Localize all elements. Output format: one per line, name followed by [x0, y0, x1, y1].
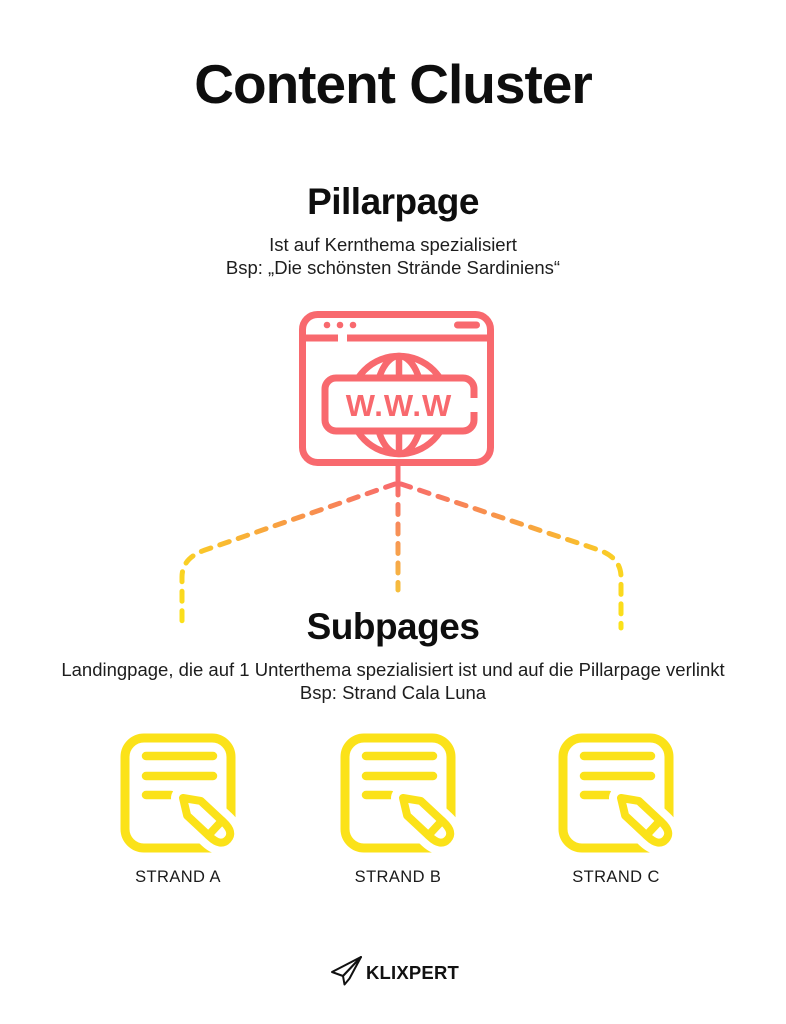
browser-www-icon: W.W.W — [299, 311, 494, 466]
paper-plane-icon — [327, 952, 363, 993]
subpage-item-strand-c: STRAND C — [536, 733, 696, 887]
www-label: W.W.W — [346, 388, 453, 423]
browser-dot-icon — [336, 321, 344, 329]
document-pencil-icon — [340, 733, 463, 855]
subpage-label: STRAND A — [135, 868, 221, 886]
pencil-icon — [171, 786, 243, 855]
document-pencil-icon — [120, 733, 243, 855]
subpages-desc-line2: Bsp: Strand Cala Luna — [299, 682, 487, 703]
pencil-icon — [609, 786, 681, 855]
subpage-item-strand-b: STRAND B — [318, 733, 478, 887]
subpages-heading: Subpages — [306, 606, 480, 647]
brand-name: KLIXPERT — [365, 961, 460, 983]
browser-dot-icon — [323, 321, 331, 329]
cluster-connector-lines — [0, 461, 786, 636]
connector-left-dashed — [179, 481, 398, 631]
pillarpage-description: Ist auf Kernthema spezialisiert Bsp: „Di… — [0, 233, 786, 279]
document-pencil-icon — [558, 733, 681, 855]
pillarpage-desc-line1: Ist auf Kernthema spezialisiert — [269, 234, 517, 255]
subpage-item-strand-a: STRAND A — [98, 733, 258, 887]
pillarpage-desc-line2: Bsp: „Die schönsten Strände Sardiniens“ — [225, 257, 561, 278]
pillarpage-heading: Pillarpage — [307, 181, 479, 222]
subpages-desc-line1: Landingpage, die auf 1 Unterthema spezia… — [61, 659, 725, 680]
subpage-label: STRAND C — [572, 868, 660, 886]
page-title: Content Cluster — [194, 53, 593, 115]
pencil-icon — [391, 786, 463, 855]
subpages-description: Landingpage, die auf 1 Unterthema spezia… — [0, 658, 786, 704]
brand-logo: KLIXPERT — [0, 952, 786, 993]
connector-right-dashed — [398, 481, 624, 631]
subpage-label: STRAND B — [354, 868, 442, 886]
browser-dot-icon — [349, 321, 357, 329]
www-banner: W.W.W — [321, 374, 479, 435]
browser-minimize-icon — [454, 321, 480, 329]
